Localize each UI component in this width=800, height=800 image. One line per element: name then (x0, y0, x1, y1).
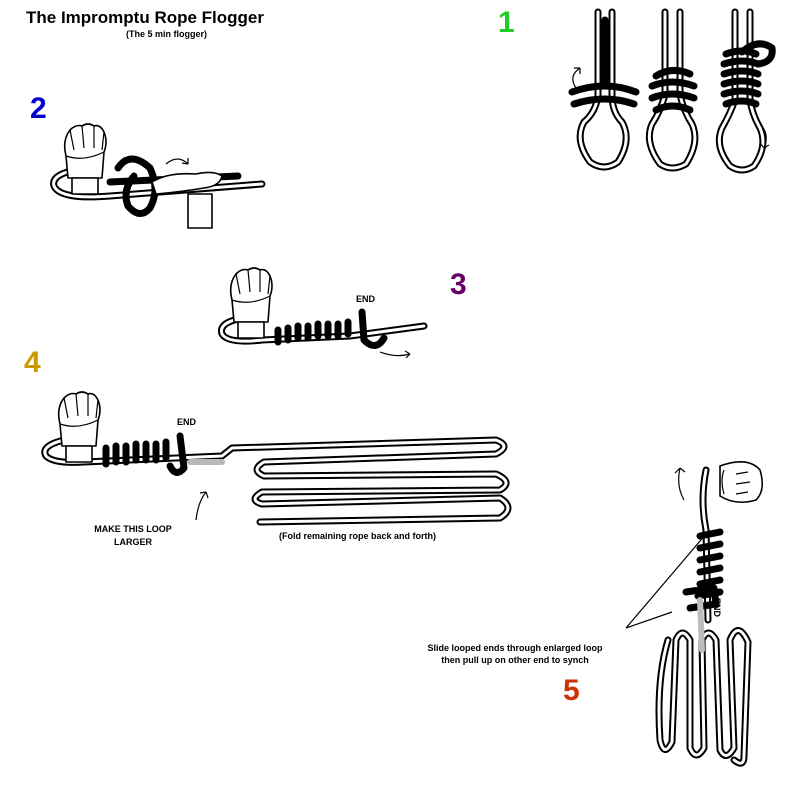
step1-stage2-drawing (645, 8, 699, 172)
slide-instruction-line1: Slide looped ends through enlarged loop (427, 643, 603, 653)
make-loop-larger-line2: LARGER (114, 537, 152, 547)
step5-drawing (625, 461, 764, 767)
step4-drawing (41, 391, 512, 526)
step-number-3: 3 (450, 268, 467, 301)
step3-drawing (218, 267, 428, 359)
step-number-5: 5 (563, 674, 580, 707)
end-label-step4: END (177, 417, 197, 427)
step1-stage3-drawing (715, 8, 776, 174)
step2-drawing (50, 123, 266, 229)
step-number-1: 1 (498, 6, 515, 39)
page-title: The Impromptu Rope Flogger (26, 8, 264, 27)
step-number-2: 2 (30, 92, 47, 125)
fold-note: (Fold remaining rope back and forth) (279, 531, 437, 541)
step-number-4: 4 (24, 346, 41, 379)
slide-instruction-line2: then pull up on other end to synch (441, 655, 589, 665)
end-label-step3: END (356, 294, 376, 304)
step1-stage1-drawing (568, 8, 640, 171)
make-loop-larger-line1: MAKE THIS LOOP (94, 524, 172, 534)
page-subtitle: (The 5 min flogger) (126, 29, 207, 39)
